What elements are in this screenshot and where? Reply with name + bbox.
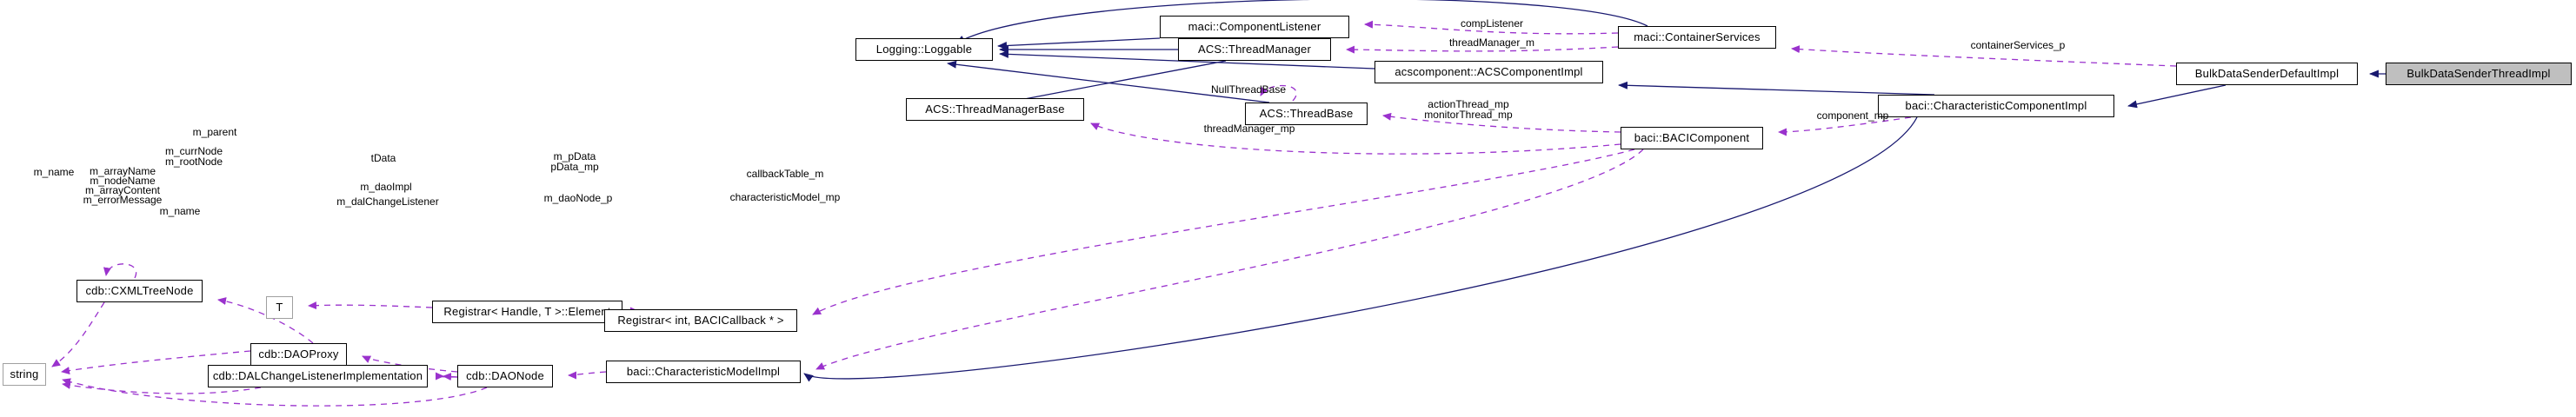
edge-label-m-pdata: m_pData [553,150,596,162]
node-acs-thread-manager[interactable]: ACS::ThreadManager [1178,38,1331,61]
node-cdb-daonode[interactable]: cdb::DAONode [457,365,553,387]
edge-label-m-name-left: m_name [33,166,75,178]
node-template-t[interactable]: T [266,296,293,319]
edge-label-nullthreadbase: NullThreadBase [1210,83,1287,96]
node-bulkdatasenderdefaultimpl[interactable]: BulkDataSenderDefaultImpl [2176,63,2358,85]
edge-label-m-arrayname: m_arrayName [89,165,156,177]
node-acs-threadbase[interactable]: ACS::ThreadBase [1245,103,1368,125]
node-maci-component-listener[interactable]: maci::ComponentListener [1160,16,1349,38]
edge-label-m-rootnode: m_rootNode [164,156,223,168]
edge-label-threadmanager-m: threadManager_m [1448,36,1535,49]
node-logging-loggable[interactable]: Logging::Loggable [855,38,993,61]
node-cdb-dalchangelistenerimplementation[interactable]: cdb::DALChangeListenerImplementation [208,365,428,387]
edge-label-complistener: compListener [1460,17,1524,30]
edge-label-m-errormessage: m_errorMessage [83,194,163,206]
node-baci-characteristicmodelimpl[interactable]: baci::CharacteristicModelImpl [606,361,801,383]
node-registrar-int-bacicallback[interactable]: Registrar< int, BACICallback * > [604,309,797,332]
node-baci-characteristiccomponentimpl[interactable]: baci::CharacteristicComponentImpl [1878,95,2114,117]
edge-label-m-currnode: m_currNode [164,145,223,157]
edge-label-containerservices-p: containerServices_p [1970,39,2066,51]
edge-label-characteristicmodel-mp: characteristicModel_mp [729,191,841,203]
edge-label-m-arraycontent: m_arrayContent [84,184,161,196]
node-acs-threadmanagerbase[interactable]: ACS::ThreadManagerBase [906,98,1084,121]
edge-label-actionthread-mp: actionThread_mp [1428,98,1509,110]
edge-label-m-dalchangelistener: m_dalChangeListener [336,195,439,208]
edge-label-m-name-bottom: m_name [159,205,201,217]
edge-label-monitorthread-mp: monitorThread_mp [1424,109,1513,121]
edge-label-m-daoimpl: m_daoImpl [360,181,412,193]
node-bulkdatasenderthreadimpl[interactable]: BulkDataSenderThreadImpl [2386,63,2572,85]
edge-label-threadmanager-mp: threadManager_mp [1203,122,1295,135]
edge-label-pdata-mp: pData_mp [550,161,599,173]
edge-label-tdata: tData [370,152,396,164]
edge-label-m-parent: m_parent [192,126,237,138]
node-cdb-cxmltreenode[interactable]: cdb::CXMLTreeNode [77,280,203,302]
edge-label-callbacktable-m: callbackTable_m [746,168,824,180]
node-registrar-handle-t-element[interactable]: Registrar< Handle, T >::Element [432,301,622,323]
edge-label-component-mp: component_mp [1816,109,1889,122]
edge-label-m-daonode-p: m_daoNode_p [543,192,613,204]
node-string[interactable]: string [3,363,46,386]
node-maci-container-services[interactable]: maci::ContainerServices [1618,26,1776,49]
edge-label-m-nodename: m_nodeName [90,175,156,187]
node-acscomponent-acscomponentimpl[interactable]: acscomponent::ACSComponentImpl [1375,61,1603,83]
node-baci-bacicomponent[interactable]: baci::BACIComponent [1621,127,1763,149]
node-cdb-daoproxy[interactable]: cdb::DAOProxy [250,343,347,366]
